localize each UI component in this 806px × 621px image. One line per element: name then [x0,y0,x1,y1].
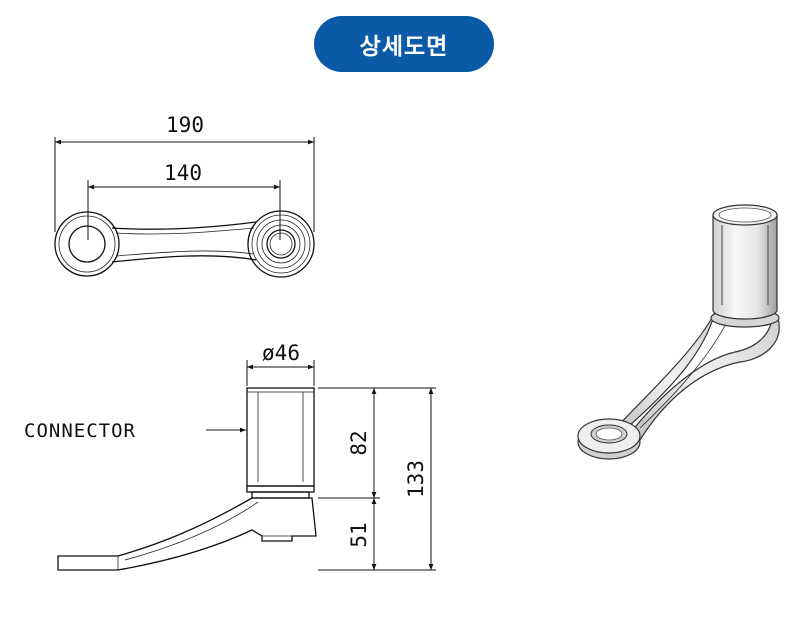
center-distance-value: 140 [164,161,202,185]
connector-cylinder [246,387,315,499]
connector-height-value: 82 [347,430,371,455]
diameter-value: ø46 [262,341,300,365]
total-height-value: 133 [404,460,428,498]
connector-callout: CONNECTOR [24,420,246,442]
overall-width-dimension: 190 [54,113,315,232]
diameter-dimension: ø46 [246,341,315,386]
top-view-right-ring [247,210,315,278]
base-height-value: 51 [347,522,371,547]
detail-drawing-title-badge: 상세도면 [314,16,494,72]
connector-label: CONNECTOR [24,420,136,442]
top-view-left-ring [54,211,120,277]
top-view-arm [111,221,257,263]
front-view: ø46 CONNECTOR 82 [24,341,436,571]
overall-width-value: 190 [166,113,204,137]
page-title: 상세도면 [359,34,449,60]
isometric-view [577,204,780,460]
top-view: 190 140 [54,113,315,278]
base-arm [57,497,317,571]
height-dimensions: 82 51 133 [318,387,436,571]
